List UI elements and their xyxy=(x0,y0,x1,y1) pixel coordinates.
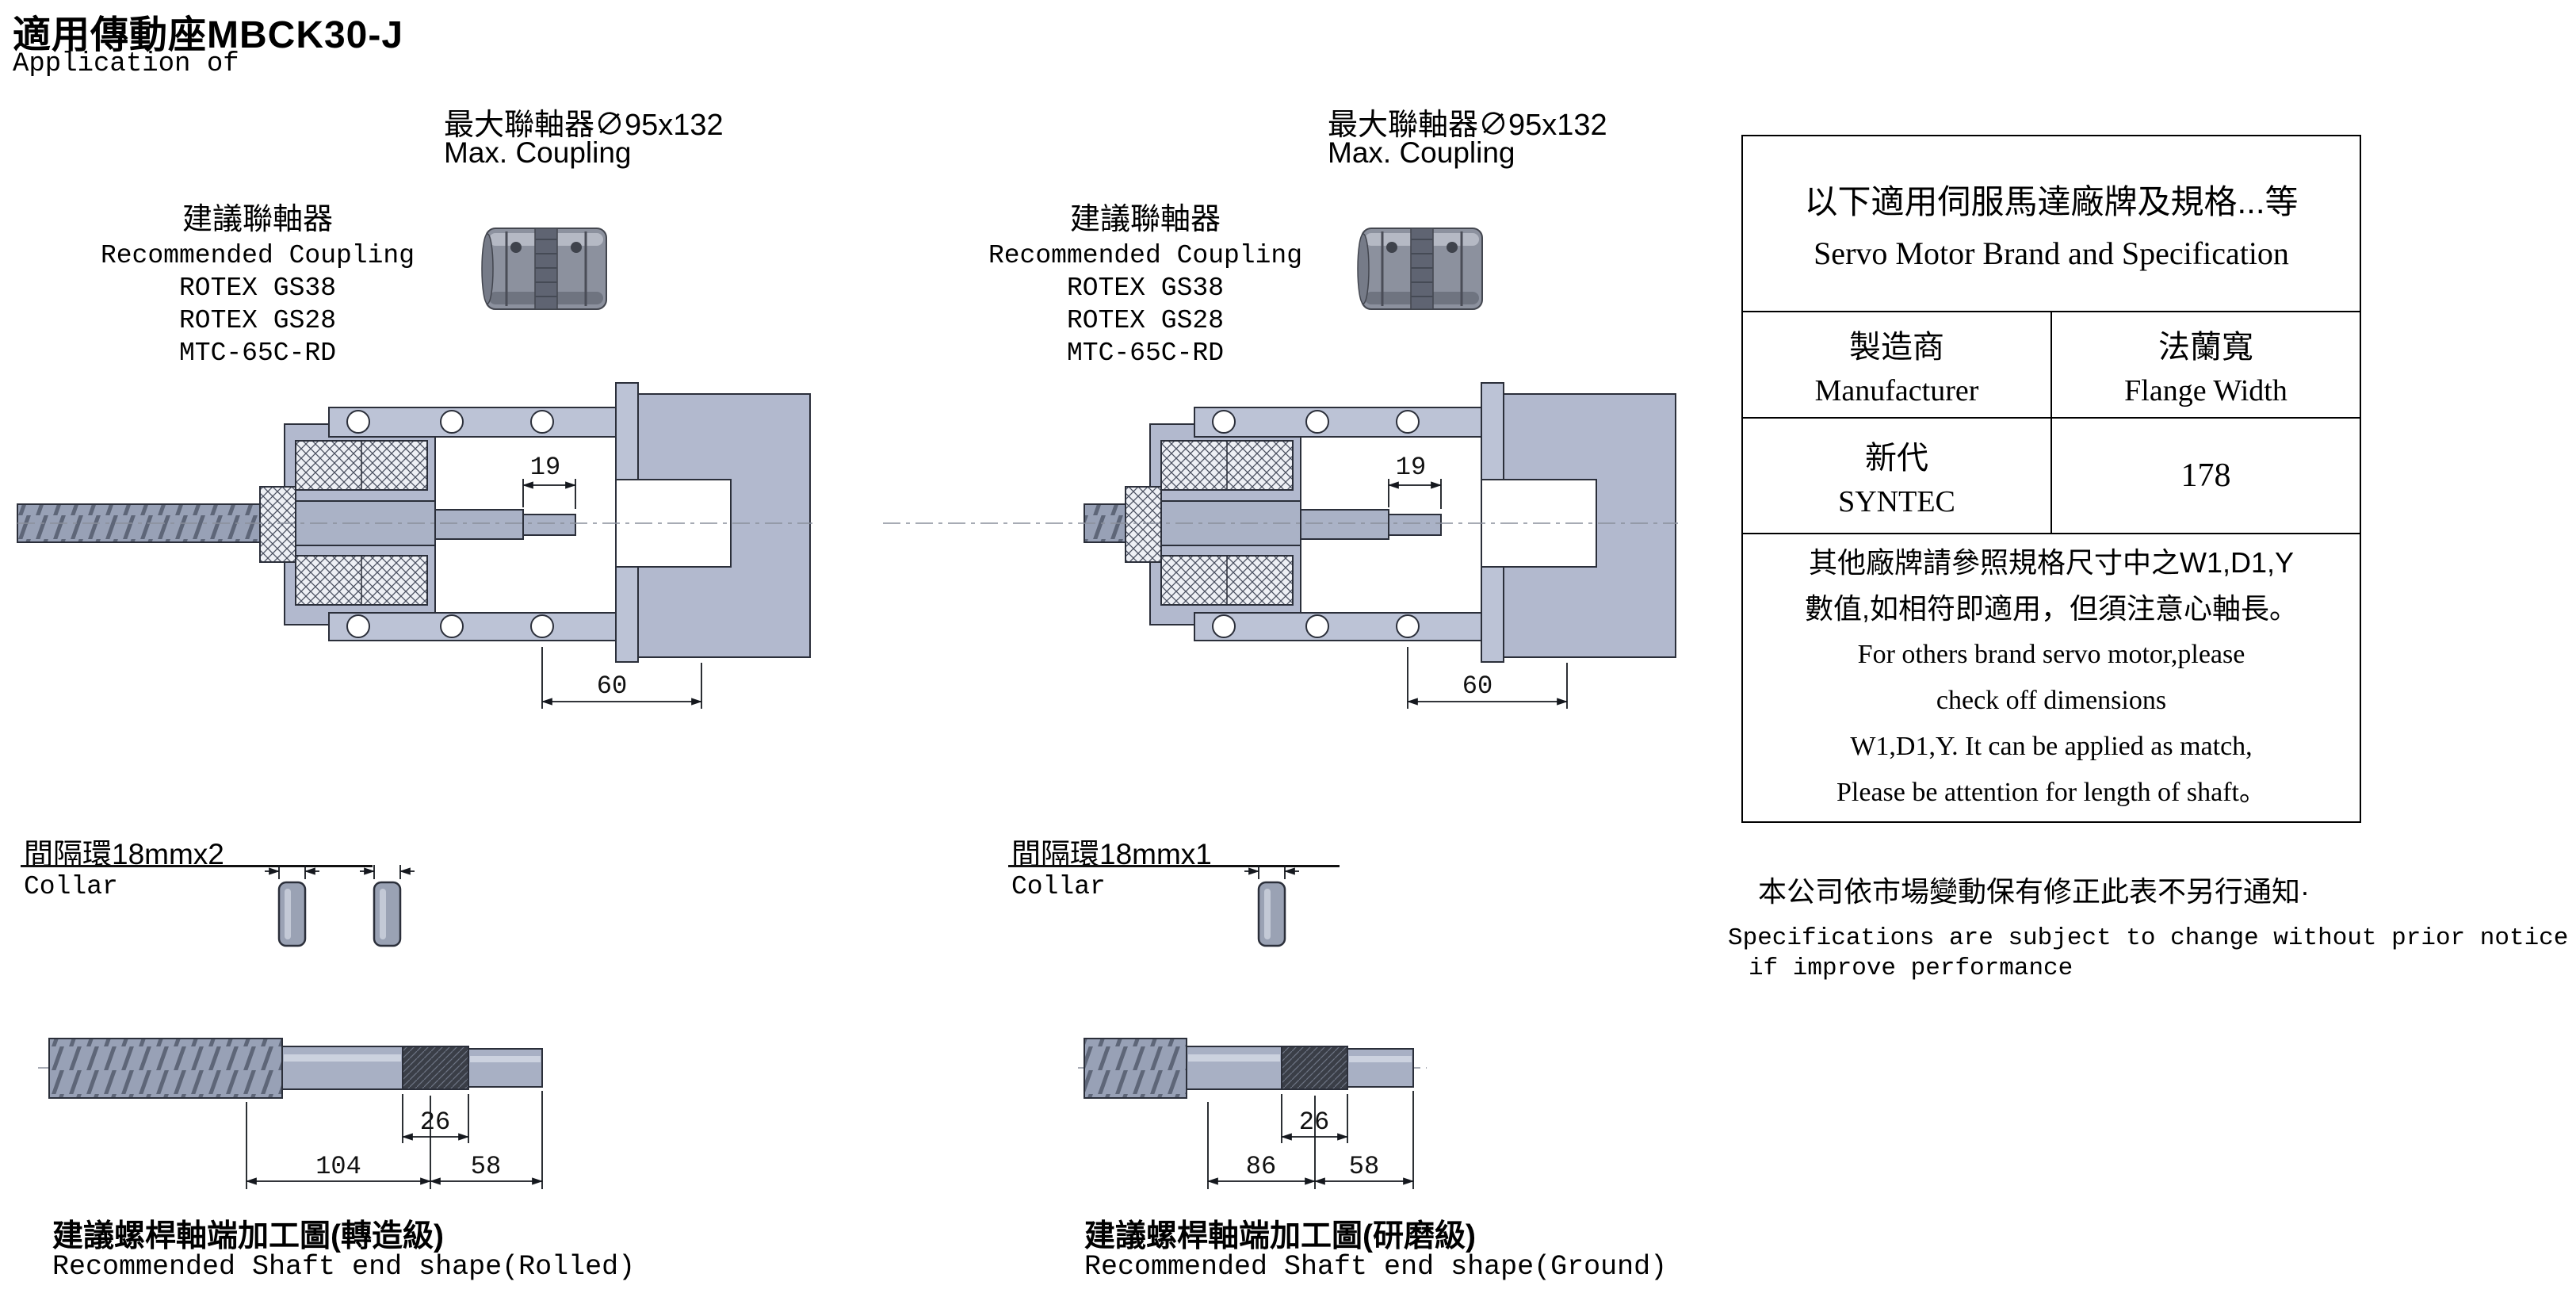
table-value-row: 新代 SYNTEC 178 xyxy=(1743,419,2360,534)
col-flange-en: Flange Width xyxy=(2124,374,2287,407)
servo-spec-table: 以下適用伺服馬達廠牌及規格...等 Servo Motor Brand and … xyxy=(1741,135,2361,823)
note-line: check off dimensions xyxy=(1936,686,2167,715)
flange-width-cell: 178 xyxy=(2052,419,2360,533)
model-line: ROTEX GS28 xyxy=(178,306,337,335)
page-title: 適用傳動座MBCK30-J xyxy=(13,14,404,56)
dim-journal-length: 58 xyxy=(471,1152,501,1181)
dim-gap: 19 xyxy=(530,453,560,482)
assembly-drawing-rolled: 19 60 xyxy=(17,382,813,709)
coupling-photo-right xyxy=(1356,227,1484,311)
collar-underline-right xyxy=(1008,865,1340,867)
col-manufacturer: 製造商 Manufacturer xyxy=(1743,312,2052,417)
note-line: Please be attention for length of shaft。 xyxy=(1836,778,2266,807)
model-line: MTC-65C-RD xyxy=(1066,339,1225,368)
shaft-caption-en-right: Recommended Shaft end shape(Ground) xyxy=(1084,1251,1668,1283)
recommended-coupling-block-right: 建議聯軸器 Recommended Coupling ROTEX GS38 RO… xyxy=(935,200,1355,369)
collar-underline-left xyxy=(21,865,373,867)
collar-label-en-left: Collar xyxy=(24,872,118,901)
max-coupling-label-zh-left: 最大聯軸器∅95x132 xyxy=(444,109,724,142)
dim-thread-length: 26 xyxy=(420,1107,450,1137)
note-line: For others brand servo motor,please xyxy=(1857,640,2245,669)
collar-drawing-right xyxy=(1244,865,1299,947)
dim-end-length: 104 xyxy=(315,1152,361,1181)
shaft-caption-en-left: Recommended Shaft end shape(Rolled) xyxy=(52,1251,636,1283)
dim-end-length: 86 xyxy=(1246,1152,1276,1181)
dim-gap: 19 xyxy=(1396,453,1426,482)
brand-cell: 新代 SYNTEC xyxy=(1743,419,2052,533)
recommended-coupling-zh: 建議聯軸器 xyxy=(1069,203,1221,236)
dim-depth: 60 xyxy=(1462,671,1492,701)
recommended-coupling-zh: 建議聯軸器 xyxy=(182,203,333,236)
note-line: 數值,如相符即適用，但須注意心軸長。 xyxy=(1804,592,2298,625)
note-line: 其他廠牌請參照規格尺寸中之W1,D1,Y xyxy=(1808,546,2295,579)
col-manufacturer-en: Manufacturer xyxy=(1814,374,1979,407)
col-manufacturer-zh: 製造商 xyxy=(1849,330,1944,365)
recommended-coupling-en: Recommended Coupling xyxy=(988,241,1303,270)
dim-thread-length: 26 xyxy=(1299,1107,1329,1137)
col-flange-width: 法蘭寬 Flange Width xyxy=(2052,312,2360,417)
table-header-row: 以下適用伺服馬達廠牌及規格...等 Servo Motor Brand and … xyxy=(1743,136,2360,312)
dim-journal-length: 58 xyxy=(1349,1152,1379,1181)
shaft-end-drawing-ground: 26 86 58 xyxy=(1078,1038,1427,1189)
brand-zh: 新代 xyxy=(1865,441,1928,476)
table-note-row: 其他廠牌請參照規格尺寸中之W1,D1,Y 數值,如相符即適用，但須注意心軸長。 … xyxy=(1743,534,2360,821)
dim-depth: 60 xyxy=(597,671,627,701)
max-coupling-label-zh-right: 最大聯軸器∅95x132 xyxy=(1328,109,1607,142)
shaft-caption-zh-left: 建議螺桿軸端加工圖(轉造級) xyxy=(52,1219,444,1253)
model-line: ROTEX GS28 xyxy=(1066,306,1225,335)
table-column-header-row: 製造商 Manufacturer 法蘭寬 Flange Width xyxy=(1743,312,2360,419)
col-flange-zh: 法蘭寬 xyxy=(2158,330,2253,365)
change-notice-zh: 本公司依市場變動保有修正此表不另行通知· xyxy=(1758,875,2310,908)
shaft-caption-zh-right: 建議螺桿軸端加工圖(研磨級) xyxy=(1084,1219,1476,1253)
collar-label-en-right: Collar xyxy=(1011,872,1106,901)
coupling-photo-left xyxy=(480,227,608,311)
recommended-coupling-block-left: 建議聯軸器 Recommended Coupling ROTEX GS38 RO… xyxy=(48,200,468,369)
table-header-zh: 以下適用伺服馬達廠牌及規格...等 xyxy=(1804,183,2299,220)
max-coupling-label-en-left: Max. Coupling xyxy=(444,136,632,169)
brand-en: SYNTEC xyxy=(1838,485,1955,518)
page-subtitle: Application of xyxy=(13,49,239,79)
flange-width-value: 178 xyxy=(2180,457,2231,494)
note-line: W1,D1,Y. It can be applied as match, xyxy=(1850,732,2253,761)
shaft-end-drawing-rolled: 26 104 58 xyxy=(38,1038,548,1189)
change-notice-en-line2: if improve performance xyxy=(1749,954,2073,982)
model-line: MTC-65C-RD xyxy=(178,339,337,368)
change-notice-en-line1: Specifications are subject to change wit… xyxy=(1728,924,2569,952)
max-coupling-label-en-right: Max. Coupling xyxy=(1328,136,1515,169)
collar-drawing-left xyxy=(265,865,415,947)
model-line: ROTEX GS38 xyxy=(178,274,337,303)
model-line: ROTEX GS38 xyxy=(1066,274,1225,303)
assembly-drawing-ground: 19 60 xyxy=(882,382,1679,709)
recommended-coupling-en: Recommended Coupling xyxy=(100,241,415,270)
table-header-en: Servo Motor Brand and Specification xyxy=(1814,235,2289,271)
